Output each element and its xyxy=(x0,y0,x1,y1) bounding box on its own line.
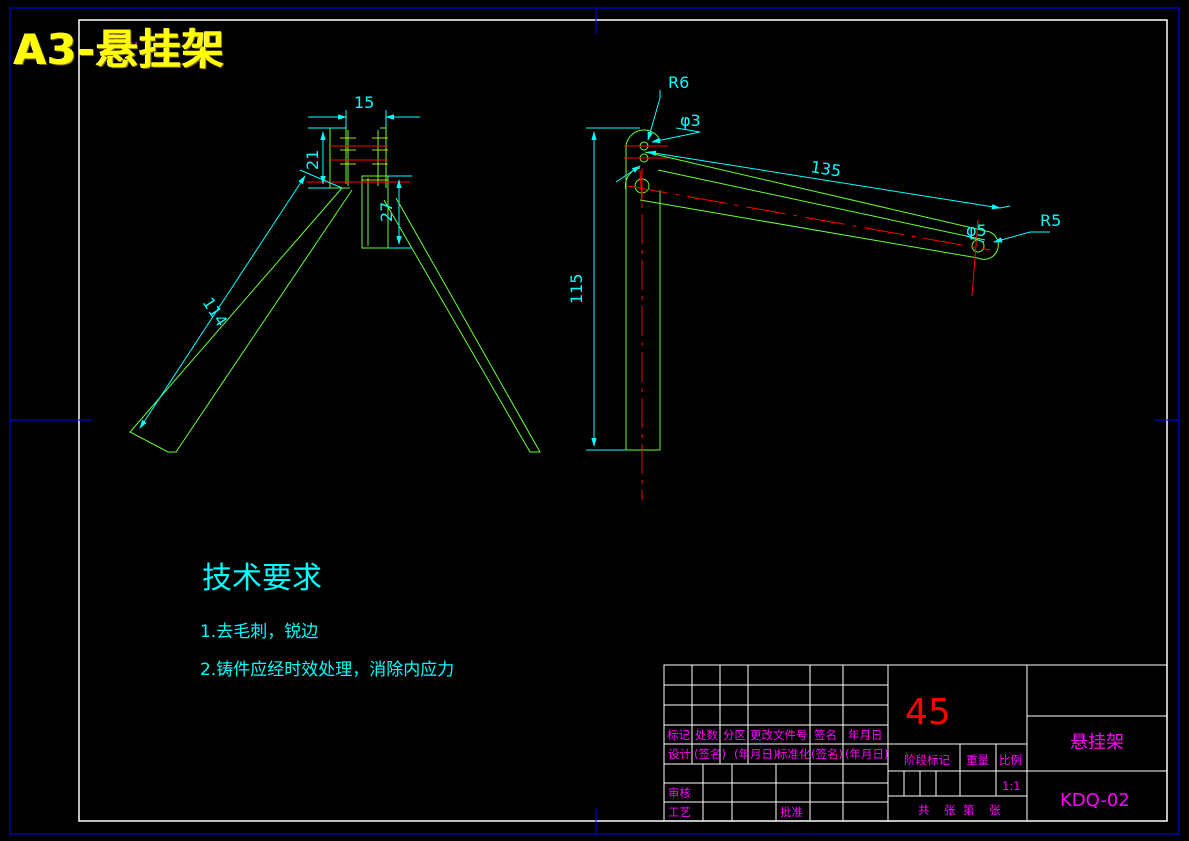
tb-craft: 工艺 xyxy=(668,805,691,819)
left-view-dimensions xyxy=(139,110,420,429)
tb-h-docno: 更改文件号 xyxy=(750,728,808,742)
tb-std: 标准化 xyxy=(776,747,811,761)
tb-sign2: (签名) xyxy=(811,747,843,761)
dim-15: 15 xyxy=(354,93,374,112)
tb-drawing-no: KDQ-02 xyxy=(1060,790,1130,811)
drawing-heading: A3-悬挂架 xyxy=(14,25,226,74)
dim-114: 114 xyxy=(199,294,232,330)
dim-21: 21 xyxy=(303,150,322,170)
heading-ghost-text: Zo... xyxy=(105,30,139,48)
dim-r6: R6 xyxy=(668,73,689,92)
tech-item-2: 2.铸件应经时效处理，消除内应力 xyxy=(200,660,454,680)
right-view-centerlines xyxy=(624,145,991,500)
centering-marks xyxy=(10,8,1179,834)
tech-title: 技术要求 xyxy=(202,561,322,596)
dim-phi5: φ5 xyxy=(966,221,987,240)
dim-135: 135 xyxy=(809,157,842,181)
tb-scale-label: 比例 xyxy=(999,753,1022,767)
tech-item-1: 1.去毛刺，锐边 xyxy=(200,622,318,642)
tb-design: 设计 xyxy=(668,747,691,761)
tb-sheets: 共 张 第 张 xyxy=(918,803,1001,817)
tb-part-name: 悬挂架 xyxy=(1070,732,1124,753)
dim-27: 27 xyxy=(377,202,396,222)
drawing-frame xyxy=(78,19,1168,822)
tb-h-date: 年月日 xyxy=(848,728,883,742)
tb-check: 审核 xyxy=(668,786,691,800)
dim-115: 115 xyxy=(567,273,586,304)
tb-h-mark: 标记 xyxy=(667,728,690,742)
tb-date1: (年月日) xyxy=(734,747,777,761)
dim-r5: R5 xyxy=(1040,211,1061,230)
tb-stage-mark: 阶段标记 xyxy=(904,753,950,767)
tb-weight: 重量 xyxy=(966,753,989,767)
dim-phi3: φ3 xyxy=(680,111,701,130)
right-view-dimensions xyxy=(586,90,1050,451)
tb-h-sign: 签名 xyxy=(814,728,837,742)
tb-date2: (年月日) xyxy=(845,747,888,761)
tb-sign1: (签名) xyxy=(694,747,726,761)
title-block-grid xyxy=(663,664,1168,822)
left-view-outline xyxy=(129,127,541,453)
title-block-text: 标记 处数 分区 更改文件号 签名 年月日 设计 (签名) (年月日) 标准化 … xyxy=(667,728,1022,819)
left-view-hatch xyxy=(340,137,388,181)
tb-material: 45 xyxy=(905,692,951,733)
tb-h-zone: 分区 xyxy=(723,728,746,742)
tb-h-count: 处数 xyxy=(695,728,718,742)
tb-approve: 批准 xyxy=(780,805,803,819)
sheet-outer-border xyxy=(9,7,1180,835)
tb-scale-value: 1:1 xyxy=(1002,779,1021,793)
